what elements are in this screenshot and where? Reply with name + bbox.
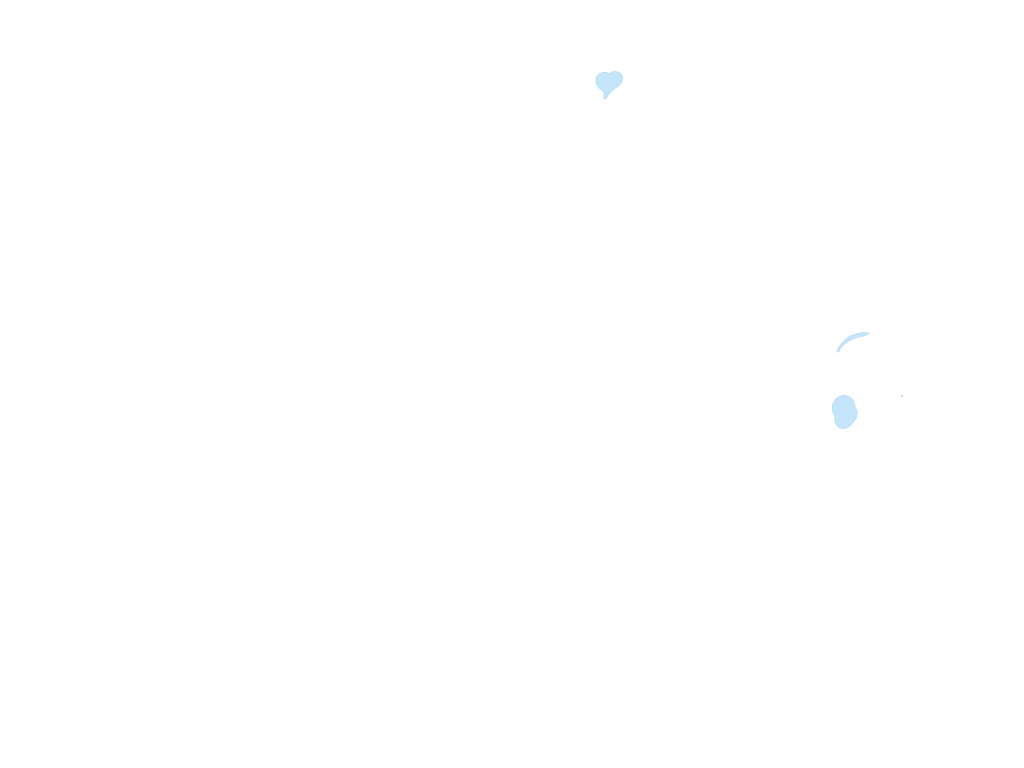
water-blob-lower-right — [831, 395, 858, 429]
water-blob-top — [595, 71, 623, 100]
water-arc-right — [836, 332, 870, 353]
water-dot — [900, 394, 904, 398]
